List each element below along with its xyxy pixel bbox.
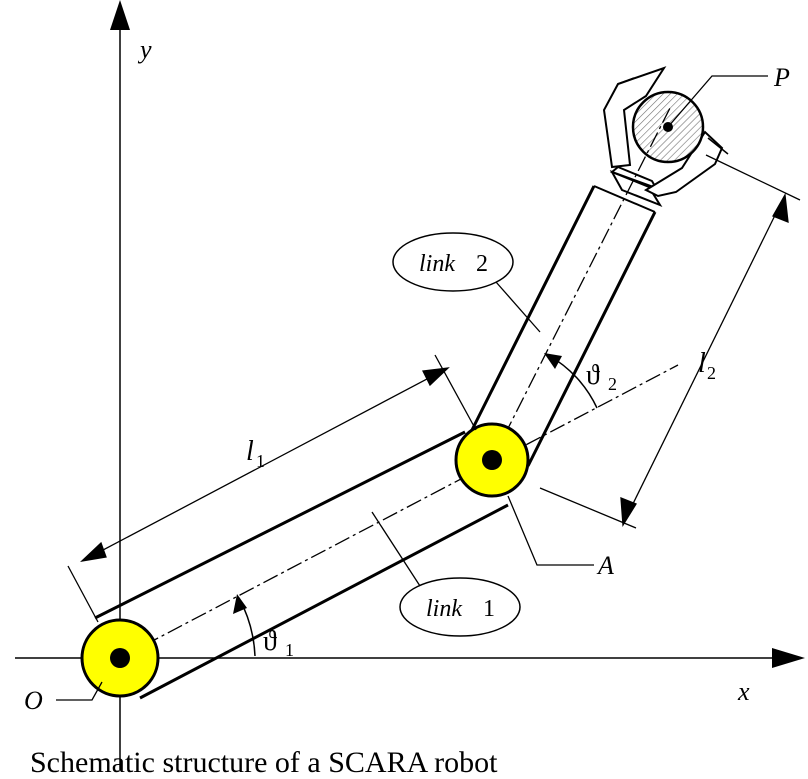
theta1-subscript: 1 — [285, 640, 294, 660]
origin-leader — [56, 681, 103, 701]
end-effector-leader — [667, 75, 768, 128]
x-axis-label: x — [737, 677, 750, 706]
dimension-l2 — [539, 154, 801, 529]
l2-subscript: 2 — [707, 363, 716, 383]
origin-label: O — [24, 686, 43, 715]
centerlines — [119, 107, 679, 659]
joint-a-label: A — [596, 551, 614, 580]
link1-callout — [371, 511, 521, 637]
gripper — [602, 66, 729, 208]
angle-theta1-arc — [233, 594, 256, 657]
y-axis-label: y — [137, 35, 152, 64]
dimension-l1 — [67, 354, 477, 623]
theta2-subscript: 2 — [608, 374, 617, 394]
joint-o — [80, 618, 160, 698]
l1-subscript: 1 — [256, 451, 265, 471]
end-effector-label: P — [773, 63, 790, 92]
link2-callout — [392, 232, 541, 333]
figure-caption: Schematic structure of a SCARA robot — [30, 746, 498, 779]
theta1-symbol: ϑ — [263, 626, 277, 657]
link2-word: link — [419, 251, 455, 277]
l2-symbol: l — [698, 348, 706, 379]
angle-theta2-arc — [544, 353, 598, 409]
joint-a — [454, 422, 530, 498]
link1-body — [94, 430, 509, 700]
l1-symbol: l — [246, 436, 254, 467]
link1-word: link — [426, 596, 462, 622]
link2-number: 2 — [476, 251, 488, 277]
link1-number: 1 — [483, 596, 495, 622]
theta2-symbol: ϑ — [586, 360, 600, 391]
joint-a-leader — [507, 495, 594, 566]
